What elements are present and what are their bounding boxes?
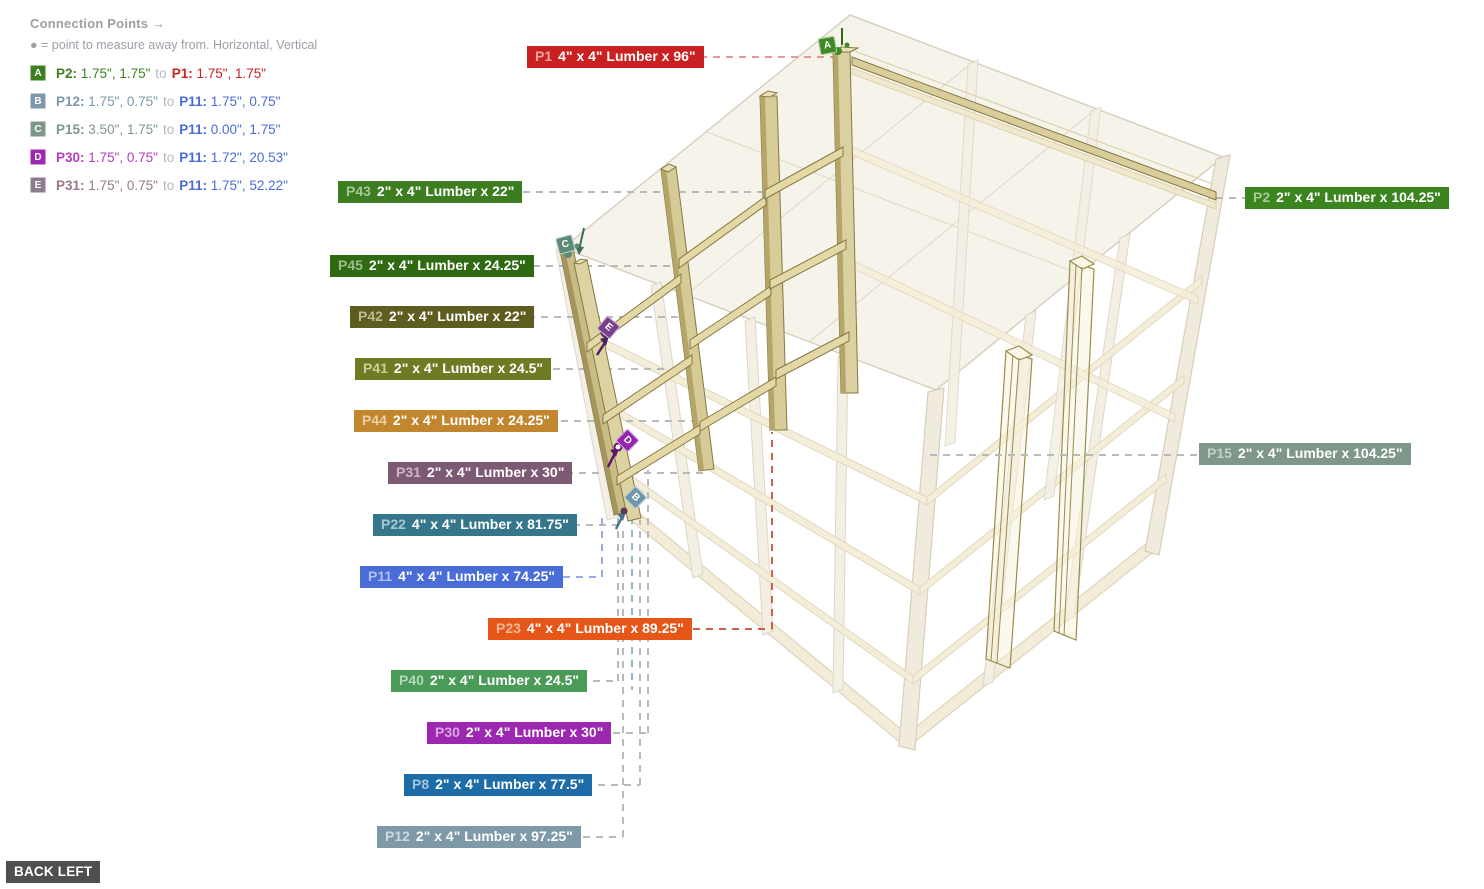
part-label-P41[interactable]: P41 2" x 4" Lumber x 24.5"	[355, 358, 552, 380]
post-P11	[572, 258, 642, 522]
legend-from-point: P30: 1.75", 0.75"	[56, 149, 158, 165]
post-P23	[758, 90, 788, 431]
rail-P2	[851, 56, 1217, 201]
wireframe-post-1	[985, 345, 1034, 669]
part-id: P8	[412, 776, 430, 792]
part-id: P43	[346, 183, 371, 199]
leader-P8	[585, 520, 641, 786]
part-description: 2" x 4" Lumber x 97.25"	[415, 828, 573, 844]
part-id: P11	[368, 568, 393, 584]
legend-to-point: P11: 0.00", 1.75"	[179, 121, 281, 137]
part-description: 2" x 4" Lumber x 24.5"	[429, 672, 580, 688]
legend-badge-B: B	[30, 93, 46, 109]
wireframe-post-2	[1053, 255, 1096, 641]
legend-title: Connection Points →	[30, 16, 166, 31]
connection-badge-A[interactable]: A	[817, 35, 837, 55]
part-description: 2" x 4" Lumber x 30"	[426, 464, 565, 480]
part-id: P1	[535, 48, 553, 64]
legend-to-point: P11: 1.75", 52.22"	[179, 177, 288, 193]
part-id: P42	[358, 308, 383, 324]
leader-lines	[510, 56, 1250, 838]
view-label: BACK LEFT	[6, 861, 101, 883]
part-description: 2" x 4" Lumber x 104.25"	[1237, 445, 1403, 461]
part-id: P2	[1253, 189, 1271, 205]
part-id: P31	[396, 464, 421, 480]
leader-P12	[570, 530, 624, 838]
part-description: 2" x 4" Lumber x 24.5"	[393, 360, 544, 376]
part-label-P8[interactable]: P8 2" x 4" Lumber x 77.5"	[404, 774, 593, 796]
connection-points-legend: Connection Points → ● = point to measure…	[30, 16, 317, 205]
part-label-P42[interactable]: P42 2" x 4" Lumber x 22"	[350, 306, 535, 328]
part-id: P41	[363, 360, 388, 376]
wall-rungs	[586, 146, 850, 486]
legend-from-point: P31: 1.75", 0.75"	[56, 177, 158, 193]
part-id: P45	[338, 257, 363, 273]
legend-joiner: to	[162, 121, 175, 137]
part-description: 4" x 4" Lumber x 89.25"	[526, 620, 684, 636]
part-description: 2" x 4" Lumber x 30"	[465, 724, 604, 740]
legend-badge-A: A	[30, 65, 46, 81]
part-label-P45[interactable]: P45 2" x 4" Lumber x 24.25"	[330, 255, 534, 277]
part-id: P30	[435, 724, 460, 740]
part-label-P31[interactable]: P31 2" x 4" Lumber x 30"	[388, 462, 573, 484]
legend-joiner: to	[155, 65, 167, 81]
part-label-P30[interactable]: P30 2" x 4" Lumber x 30"	[427, 722, 612, 744]
part-label-P22[interactable]: P22 4" x 4" Lumber x 81.75"	[373, 514, 577, 536]
legend-badge-E: E	[30, 177, 46, 193]
part-label-P40[interactable]: P40 2" x 4" Lumber x 24.5"	[391, 670, 588, 692]
legend-badge-C: C	[30, 121, 46, 137]
part-description: 4" x 4" Lumber x 96"	[558, 48, 696, 64]
part-label-P2[interactable]: P2 2" x 4" Lumber x 104.25"	[1245, 187, 1449, 209]
part-description: 2" x 4" Lumber x 77.5"	[435, 776, 585, 792]
part-description: 2" x 4" Lumber x 24.25"	[368, 257, 526, 273]
legend-to-point: P11: 1.72", 20.53"	[179, 149, 288, 165]
marker-B	[614, 507, 628, 530]
part-id: P23	[496, 620, 521, 636]
legend-subtitle: ● = point to measure away from. Horizont…	[30, 38, 318, 52]
part-id: P40	[399, 672, 424, 688]
legend-to-point: P11: 1.75", 0.75"	[179, 93, 281, 109]
part-label-P44[interactable]: P44 2" x 4" Lumber x 24.25"	[354, 410, 558, 432]
part-id: P12	[385, 828, 410, 844]
legend-joiner: to	[162, 177, 175, 193]
legend-from-point: P12: 1.75", 0.75"	[56, 93, 158, 109]
part-label-P15[interactable]: P15 2" x 4" Lumber x 104.25"	[1199, 443, 1411, 465]
part-description: 4" x 4" Lumber x 81.75"	[411, 516, 569, 532]
part-id: P44	[362, 412, 387, 428]
highlighted-frame	[558, 46, 1217, 522]
part-id: P22	[381, 516, 406, 532]
part-label-P11[interactable]: P11 4" x 4" Lumber x 74.25"	[360, 566, 564, 588]
part-id: P15	[1207, 445, 1232, 461]
legend-from-point: P15: 3.50", 1.75"	[56, 121, 158, 137]
part-description: 2" x 4" Lumber x 22"	[388, 308, 527, 324]
legend-to-point: P1: 1.75", 1.75"	[171, 65, 267, 81]
leader-P11	[550, 515, 603, 578]
part-label-P1[interactable]: P1 4" x 4" Lumber x 96"	[527, 46, 704, 68]
leader-P40	[580, 505, 619, 682]
legend-badge-D: D	[30, 149, 46, 165]
post-middle	[659, 163, 715, 472]
leader-P23	[680, 432, 773, 630]
post-P1	[831, 46, 860, 394]
legend-joiner: to	[162, 149, 175, 165]
connection-badge-C[interactable]: C	[554, 233, 576, 255]
part-description: 2" x 4" Lumber x 104.25"	[1276, 189, 1441, 205]
part-label-P43[interactable]: P43 2" x 4" Lumber x 22"	[338, 181, 523, 203]
legend-joiner: to	[162, 93, 175, 109]
legend-from-point: P2: 1.75", 1.75"	[56, 65, 151, 81]
part-description: 2" x 4" Lumber x 24.25"	[392, 412, 550, 428]
part-description: 4" x 4" Lumber x 74.25"	[398, 568, 556, 584]
part-label-P23[interactable]: P23 4" x 4" Lumber x 89.25"	[488, 618, 692, 640]
part-description: 2" x 4" Lumber x 22"	[376, 183, 515, 199]
part-label-P12[interactable]: P12 2" x 4" Lumber x 97.25"	[377, 826, 581, 848]
